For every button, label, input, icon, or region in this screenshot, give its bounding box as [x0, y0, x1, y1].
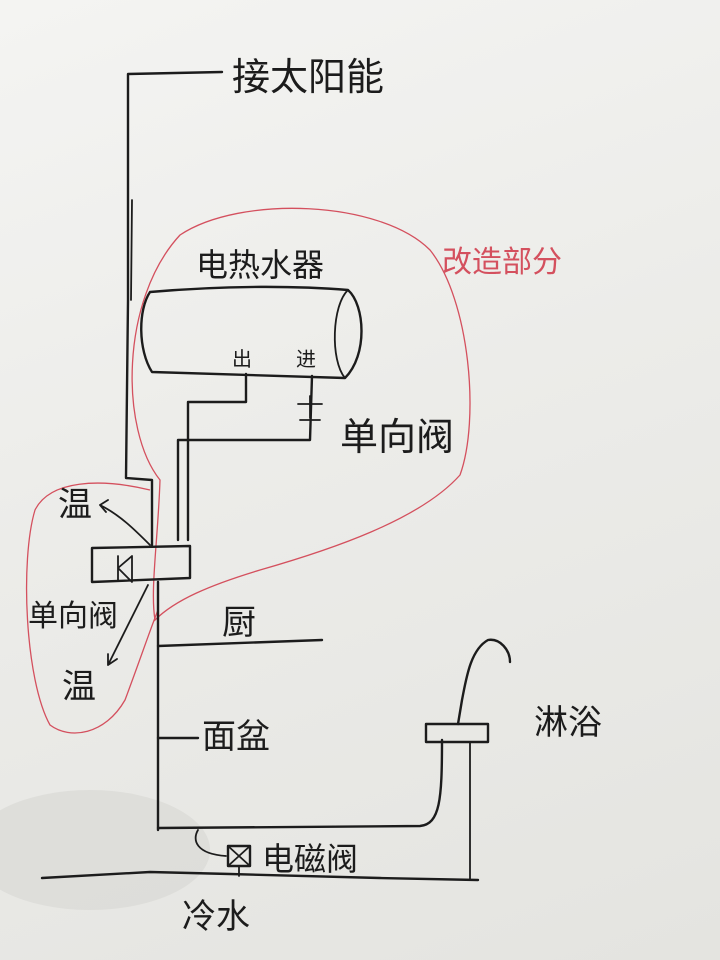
label-check-valve-left: 单向阀: [28, 599, 118, 634]
label-cold-water: 冷水: [182, 897, 250, 937]
valve-group-outline: [25, 482, 159, 734]
shower-riser: [456, 638, 512, 726]
label-hot-top: 温: [58, 485, 92, 525]
label-basin: 面盆: [202, 717, 270, 757]
heater-inlet-pipe: [176, 374, 314, 542]
label-outlet: 出: [232, 347, 252, 371]
label-hot-bottom: 温: [62, 667, 96, 707]
shower-supply-line: [156, 738, 444, 830]
shower-mixer: [424, 722, 490, 744]
solenoid-valve-cross: [227, 845, 251, 867]
check-valve-top-symbol: [297, 395, 323, 421]
label-retrofit: 改造部分: [442, 245, 562, 280]
heater-outlet-pipe: [186, 372, 248, 542]
label-solar: 接太阳能: [232, 55, 384, 99]
solar-pipe: [124, 70, 224, 547]
label-solenoid: 电磁阀: [262, 840, 358, 878]
label-heater: 电热水器: [196, 246, 324, 284]
solenoid-connection: [194, 829, 227, 857]
hot-arrow-top: [99, 499, 151, 546]
heater-tank-end: [333, 289, 349, 379]
label-shower: 淋浴: [534, 703, 602, 743]
kitchen-branch: [156, 638, 324, 648]
retrofit-outline: [131, 207, 471, 622]
label-inlet: 进: [296, 347, 316, 371]
valve-block: [90, 544, 192, 584]
paper-shadow: [0, 790, 210, 910]
label-kitchen: 厨: [222, 603, 256, 643]
cold-water-main: [40, 870, 480, 882]
label-check-valve-top: 单向阀: [340, 415, 454, 459]
solar-pipe-double: [130, 199, 133, 301]
check-valve-left-symbol: [117, 555, 133, 583]
hot-arrow-bottom: [107, 584, 149, 666]
